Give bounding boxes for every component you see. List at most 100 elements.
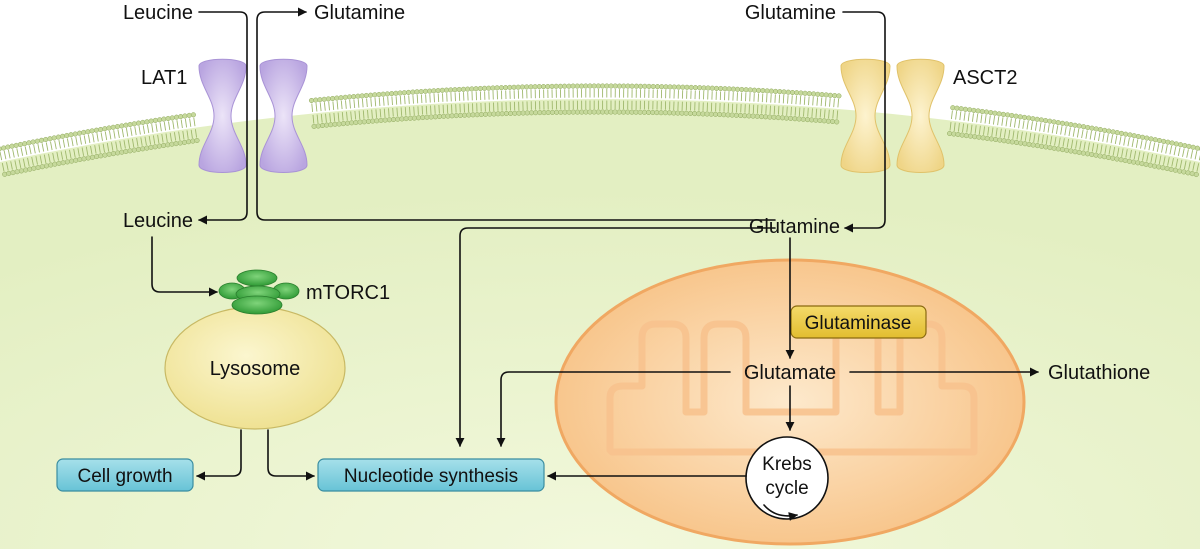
lipid-head bbox=[1030, 116, 1036, 122]
lipid-head bbox=[490, 85, 496, 91]
lipid-head bbox=[600, 109, 606, 115]
lipid-head bbox=[633, 83, 639, 89]
lipid-head bbox=[687, 110, 693, 116]
lipid-head bbox=[411, 115, 417, 121]
lipid-head bbox=[311, 123, 317, 129]
lipid-head bbox=[743, 87, 749, 93]
lipid-head bbox=[334, 95, 340, 101]
lipid-head bbox=[1047, 145, 1053, 151]
lipid-head bbox=[642, 83, 648, 89]
lipid-head bbox=[81, 156, 87, 162]
lipid-head bbox=[313, 97, 319, 103]
lat1-subunit-left bbox=[198, 58, 247, 173]
lipid-head bbox=[1001, 138, 1007, 144]
lipid-head bbox=[696, 111, 702, 117]
lipid-head bbox=[1143, 161, 1149, 167]
lipid-head bbox=[713, 85, 720, 91]
lipid-head bbox=[349, 120, 355, 126]
lipid-head bbox=[370, 118, 376, 124]
lipid-head bbox=[1034, 116, 1040, 122]
lipid-head bbox=[783, 115, 790, 121]
lipid-head bbox=[983, 109, 990, 115]
lipid-head bbox=[1022, 141, 1028, 147]
lipid-head bbox=[976, 134, 982, 140]
lipid-head bbox=[328, 122, 334, 128]
lipid-head bbox=[1147, 162, 1153, 168]
lipid-head bbox=[127, 121, 133, 128]
lipid-head bbox=[1110, 155, 1116, 161]
lipid-head bbox=[448, 87, 454, 93]
lipid-head bbox=[161, 116, 167, 122]
lipid-head bbox=[988, 110, 994, 116]
lipid-head bbox=[494, 85, 500, 91]
label-glutamine-exported: Glutamine bbox=[314, 2, 405, 24]
lipid-head bbox=[950, 105, 956, 111]
lipid-head bbox=[675, 110, 681, 116]
lipid-head bbox=[700, 111, 706, 117]
lipid-head bbox=[708, 111, 714, 117]
lipid-head bbox=[427, 88, 433, 94]
lipid-head bbox=[399, 116, 405, 122]
lipid-head bbox=[135, 120, 142, 126]
mtorc1-subunit bbox=[236, 269, 278, 287]
lipid-head bbox=[1017, 114, 1023, 120]
lipid-head bbox=[1055, 146, 1061, 152]
lipid-head bbox=[403, 116, 409, 122]
lipid-head bbox=[620, 109, 627, 115]
lipid-head bbox=[72, 131, 78, 137]
lipid-head bbox=[363, 92, 369, 99]
lipid-head bbox=[338, 95, 344, 101]
arrow-leucine-to-mtorc1 bbox=[151, 236, 218, 297]
lipid-head bbox=[186, 112, 192, 118]
lipid-head bbox=[764, 88, 770, 94]
lipid-head bbox=[781, 89, 787, 95]
lipid-head bbox=[466, 112, 472, 118]
lipid-head bbox=[1021, 114, 1028, 120]
lipid-head bbox=[357, 119, 363, 125]
lipid-head bbox=[796, 116, 802, 122]
lipid-head bbox=[773, 88, 779, 94]
lipid-head bbox=[1186, 143, 1192, 149]
lipid-head bbox=[595, 83, 601, 89]
lipid-head bbox=[439, 87, 445, 93]
lipid-head bbox=[662, 110, 668, 116]
lipid-head bbox=[777, 89, 783, 95]
lipid-head bbox=[1, 145, 7, 151]
lipid-head bbox=[788, 115, 794, 121]
lipid-head bbox=[1081, 124, 1087, 130]
label-glutathione: Glutathione bbox=[1048, 362, 1150, 384]
label-glutaminase: Glutaminase bbox=[805, 313, 912, 334]
lipid-head bbox=[967, 107, 973, 113]
lipid-head bbox=[587, 83, 593, 89]
lipid-head bbox=[524, 84, 530, 90]
lipid-head bbox=[1064, 147, 1070, 153]
lipid-head bbox=[508, 110, 514, 116]
lipid-head bbox=[1026, 141, 1032, 147]
lipid-head bbox=[1013, 113, 1019, 119]
lipid-head bbox=[739, 86, 745, 93]
lipid-head bbox=[800, 116, 806, 122]
mtorc1-complex bbox=[218, 269, 300, 315]
lipid-head bbox=[1165, 139, 1171, 145]
lipid-head bbox=[775, 115, 781, 121]
lipid-head bbox=[1122, 157, 1128, 164]
lipid-head bbox=[473, 86, 479, 92]
lipid-head bbox=[416, 115, 422, 121]
flow-arrows bbox=[151, 7, 1039, 481]
lipid-head bbox=[705, 85, 711, 91]
lipid-head bbox=[169, 141, 175, 147]
lipid-head bbox=[441, 113, 447, 119]
lipid-head bbox=[947, 130, 953, 137]
lipid-head bbox=[144, 145, 150, 151]
lipid-head bbox=[449, 113, 455, 119]
arrow-glutamine-export bbox=[256, 7, 776, 221]
lipid-head bbox=[1135, 160, 1141, 166]
lipid-head bbox=[1173, 141, 1179, 147]
lipid-head bbox=[712, 111, 719, 117]
lipid-head bbox=[1156, 164, 1162, 170]
lipid-head bbox=[671, 84, 677, 90]
lipid-head bbox=[194, 137, 200, 144]
lipid-head bbox=[1076, 149, 1082, 155]
lipid-head bbox=[173, 141, 179, 147]
lipid-head bbox=[23, 167, 29, 173]
